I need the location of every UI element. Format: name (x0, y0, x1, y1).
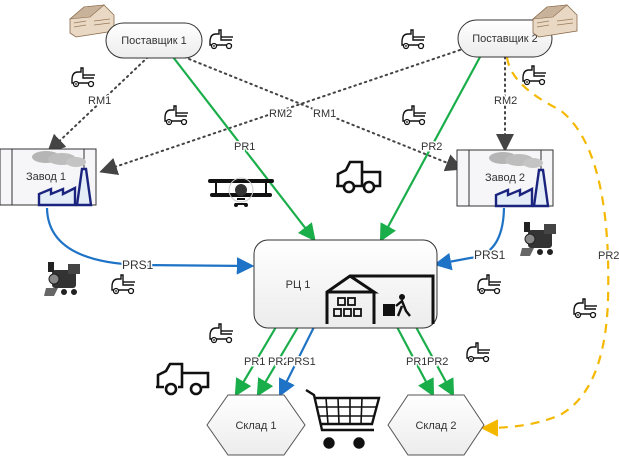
supplier2-label: Поставщик 2 (472, 33, 538, 45)
truck-icon (477, 274, 502, 295)
edge-pr2-supplier2-dc (379, 56, 481, 242)
edge-pr2-dc-warehouse1 (256, 326, 299, 397)
airplane-icon (208, 177, 274, 207)
truck-icon (164, 105, 189, 126)
plant2-label: Завод 2 (485, 172, 525, 184)
label-prs1-right: PRS1 (474, 248, 506, 262)
label-w2-pr2: PR2 (427, 356, 448, 368)
depot-icon (69, 4, 115, 38)
label-w1-pr1: PR1 (244, 356, 265, 368)
edge-prs1-plant1-dc (45, 207, 255, 275)
supplier1-label: Поставщик 1 (121, 35, 187, 47)
pickup-truck-icon (156, 362, 210, 396)
edge-rm1-supplier1-plant2 (183, 56, 464, 172)
warehouse1-label: Склад 1 (235, 420, 276, 432)
truck-icon (573, 298, 598, 319)
truck-icon (401, 29, 426, 50)
label-rm2-right: RM2 (494, 95, 517, 107)
truck-icon (209, 323, 234, 344)
label-rm1-left: RM1 (88, 95, 111, 107)
edge-prs1-dc-warehouse1 (279, 326, 315, 397)
label-rm2-cross: RM2 (269, 108, 292, 120)
truck-icon (111, 274, 136, 295)
label-pr1-top: PR1 (234, 141, 255, 153)
locomotive-icon (519, 221, 557, 257)
edge-prs1-plant2-dc (433, 207, 506, 271)
label-prs1-left: PRS1 (122, 258, 154, 272)
edge-rm2-supplier2-plant1 (99, 49, 461, 176)
label-w1-pr2: PR2 (268, 356, 289, 368)
edge-pr2-supplier2-warehouse2 (480, 56, 610, 437)
label-pr2-top: PR2 (421, 141, 442, 153)
node-warehouse2[interactable]: Склад 2 (387, 394, 485, 456)
node-supplier2[interactable]: Поставщик 2 (457, 4, 578, 58)
truck-icon (71, 67, 96, 88)
label-w1-prs1: PRS1 (287, 356, 316, 368)
label-rm1-cross: RM1 (313, 108, 336, 120)
truck-icon (466, 342, 491, 363)
node-plant1[interactable]: Завод 1 (0, 147, 98, 207)
node-supplier1[interactable]: Поставщик 1 (69, 4, 203, 59)
warehouse-building-icon (325, 274, 435, 324)
locomotive-icon (43, 261, 81, 297)
pickup-truck-icon (336, 160, 382, 194)
truck-icon (209, 29, 234, 50)
label-pr2-yellow: PR2 (598, 250, 619, 262)
node-plant2[interactable]: Завод 2 (455, 148, 555, 208)
edge-rm1-supplier1-plant1 (47, 56, 149, 153)
truck-icon (402, 105, 427, 126)
dc-label: РЦ 1 (286, 279, 311, 291)
label-w2-pr1: PR1 (406, 356, 427, 368)
edge-pr2-dc-warehouse2 (415, 326, 455, 397)
plant1-label: Завод 1 (26, 171, 66, 183)
edge-pr1-dc-warehouse2 (396, 326, 435, 397)
node-dc[interactable]: РЦ 1 (253, 239, 438, 329)
edge-pr1-dc-warehouse1 (234, 326, 277, 397)
depot-icon (532, 4, 578, 38)
truck-icon (522, 65, 547, 86)
warehouse2-label: Склад 2 (415, 420, 456, 432)
edge-pr1-supplier1-dc (172, 56, 316, 242)
shopping-cart-icon (305, 388, 381, 449)
node-warehouse1[interactable]: Склад 1 (206, 394, 306, 456)
